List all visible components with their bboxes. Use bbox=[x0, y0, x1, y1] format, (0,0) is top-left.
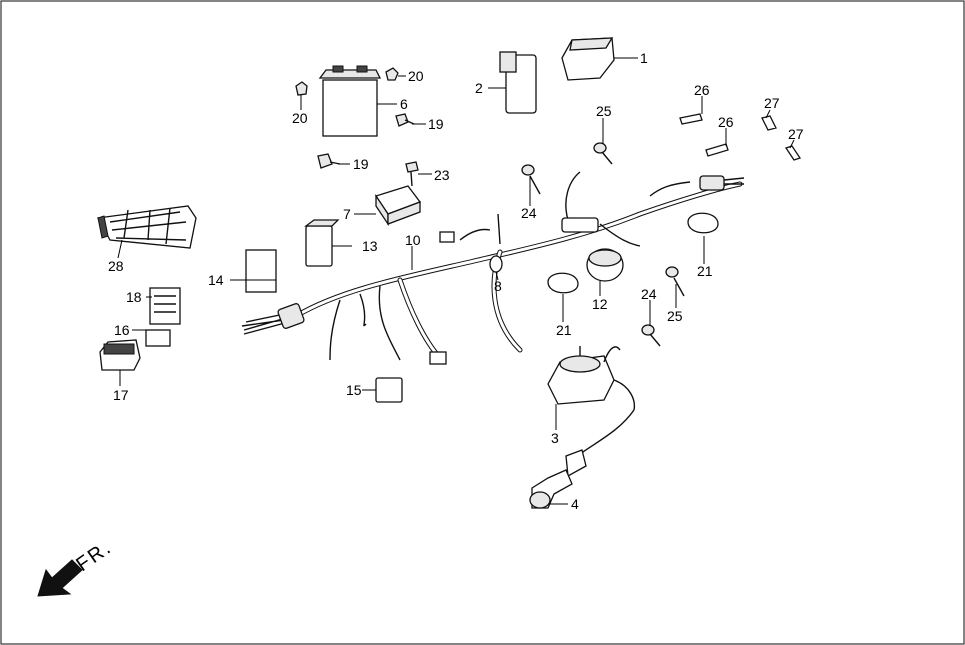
callout-6: 6 bbox=[400, 96, 408, 112]
part-26-fuse-b bbox=[705, 128, 729, 157]
callout-20-a: 20 bbox=[408, 68, 424, 84]
callout-17: 17 bbox=[113, 387, 129, 403]
part-23-screw bbox=[405, 161, 432, 187]
callout-19-b: 19 bbox=[353, 156, 369, 172]
callout-23: 23 bbox=[434, 167, 450, 183]
callout-14: 14 bbox=[208, 272, 224, 288]
part-27-fuse-a bbox=[761, 109, 777, 131]
part-20-nut-a bbox=[385, 67, 406, 81]
callout-21-b: 21 bbox=[697, 263, 713, 279]
part-19-bolt-b bbox=[317, 153, 350, 169]
part-25-bolt-a bbox=[593, 118, 613, 165]
callout-1: 1 bbox=[640, 50, 648, 66]
part-6-battery bbox=[318, 65, 397, 137]
front-direction-arrow bbox=[37, 559, 83, 597]
callout-13: 13 bbox=[362, 238, 378, 254]
callout-27-a: 27 bbox=[764, 95, 780, 111]
callout-12: 12 bbox=[592, 296, 608, 312]
callout-26-b: 26 bbox=[718, 114, 734, 130]
part-21-band-a bbox=[547, 272, 579, 322]
callout-26-a: 26 bbox=[694, 82, 710, 98]
part-4-spark-cap bbox=[529, 409, 635, 509]
part-27-fuse-b bbox=[784, 139, 802, 161]
part-24-bolt-a bbox=[521, 164, 541, 206]
part-26-fuse-a bbox=[679, 96, 703, 125]
part-12-sensor bbox=[586, 248, 624, 296]
callout-3: 3 bbox=[551, 430, 559, 446]
callout-25-b: 25 bbox=[667, 308, 683, 324]
callout-24-b: 24 bbox=[641, 286, 657, 302]
part-21-band-b bbox=[687, 212, 719, 264]
callout-2: 2 bbox=[475, 80, 483, 96]
callout-18: 18 bbox=[126, 289, 142, 305]
callout-16: 16 bbox=[114, 322, 130, 338]
part-8-clamp bbox=[489, 255, 503, 281]
part-2-box bbox=[488, 51, 537, 114]
callout-25-a: 25 bbox=[596, 103, 612, 119]
part-28-bracket bbox=[96, 205, 197, 259]
part-1-connector-cover bbox=[561, 37, 638, 81]
callout-7: 7 bbox=[343, 206, 351, 222]
callout-27-b: 27 bbox=[788, 126, 804, 142]
part-19-bolt-a bbox=[395, 113, 426, 127]
part-16-relay bbox=[132, 329, 171, 347]
callout-20-b: 20 bbox=[292, 110, 308, 126]
callout-4: 4 bbox=[571, 496, 579, 512]
callout-10: 10 bbox=[405, 232, 421, 248]
callout-15: 15 bbox=[346, 382, 362, 398]
part-24-bolt-b bbox=[641, 300, 661, 347]
part-15-coupler bbox=[362, 377, 403, 403]
part-13-relay bbox=[304, 219, 352, 267]
part-14-flasher bbox=[230, 249, 277, 293]
part-7-regulator bbox=[354, 185, 422, 227]
part-3-ignition-coil bbox=[547, 346, 636, 430]
part-20-nut-b bbox=[295, 81, 308, 110]
part-10-wire-harness bbox=[241, 171, 745, 365]
part-18-connector bbox=[146, 287, 181, 325]
callout-19-a: 19 bbox=[428, 116, 444, 132]
callout-8: 8 bbox=[494, 278, 502, 294]
callout-28: 28 bbox=[108, 258, 124, 274]
part-25-bolt-b bbox=[665, 266, 685, 308]
part-17-unit bbox=[99, 339, 141, 386]
callout-21-a: 21 bbox=[556, 322, 572, 338]
callout-24-a: 24 bbox=[521, 205, 537, 221]
